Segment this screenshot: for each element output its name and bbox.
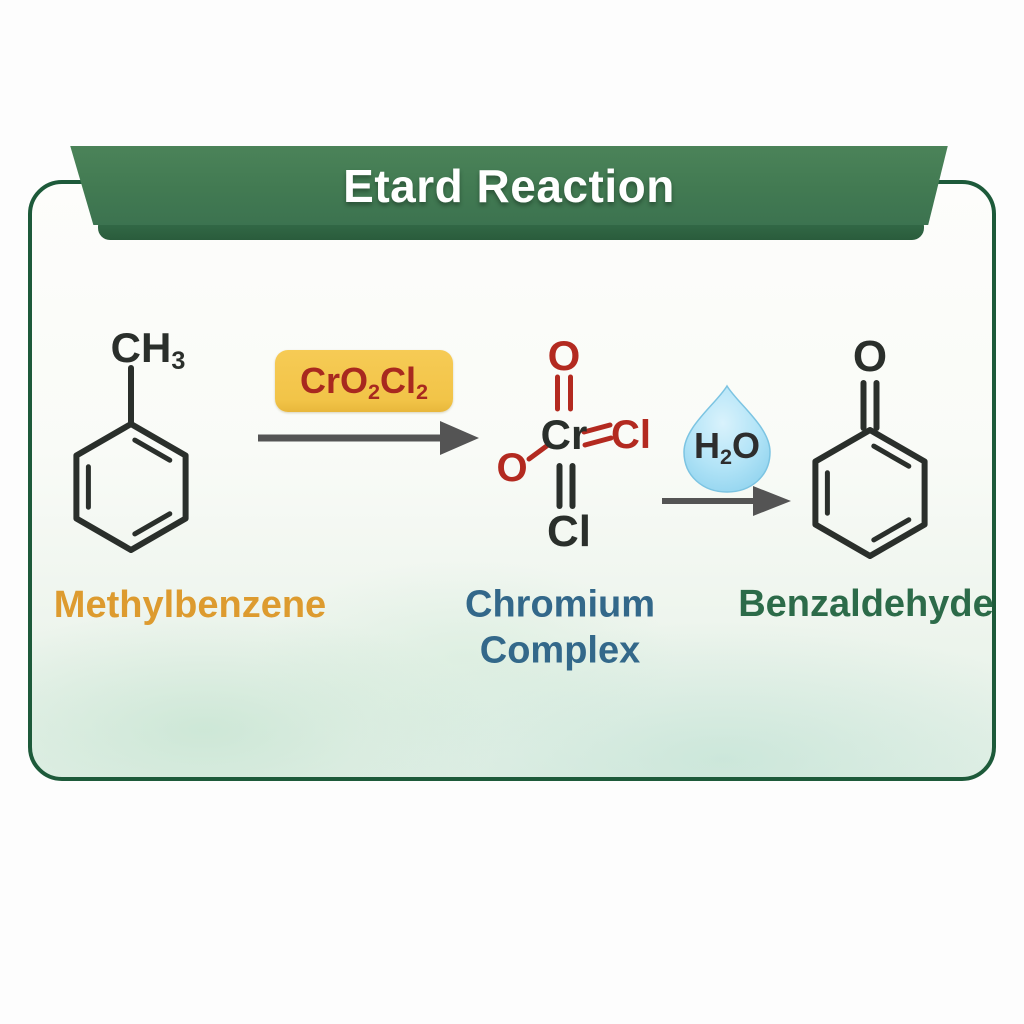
toluene-structure <box>73 365 189 553</box>
title-banner: Etard Reaction <box>64 146 954 244</box>
chromium-complex-bonds <box>526 374 614 509</box>
diagram-panel <box>28 180 996 781</box>
complex-bottom-chlorine-label: Cl <box>547 507 591 556</box>
complex-left-oxygen-label: O <box>496 446 528 490</box>
product-oxygen-label: O <box>852 332 888 381</box>
arrow-right-icon <box>258 421 479 455</box>
water-formula: H2O <box>693 425 761 470</box>
product-name-label: Benzaldehyde <box>738 582 994 625</box>
intermediate-name-label: Chromium Complex <box>465 583 655 672</box>
banner-shadow-edge <box>98 222 924 240</box>
page-title: Etard Reaction <box>343 159 675 212</box>
water-droplet-icon <box>683 384 771 493</box>
arrow-right-icon <box>662 486 791 516</box>
banner-ribbon: Etard Reaction <box>70 146 948 225</box>
reactant-name-label: Methylbenzene <box>53 583 327 626</box>
oxidant-formula: CrO2Cl2 <box>299 360 429 405</box>
benzaldehyde-structure <box>812 380 928 559</box>
complex-top-oxygen-label: O <box>547 332 581 379</box>
reagent-badge: CrO2Cl2 <box>275 350 453 412</box>
complex-chromium-label: Cr <box>540 411 588 458</box>
complex-right-chlorine-label: Cl <box>611 413 651 457</box>
methyl-group-label: CH3 <box>110 324 186 376</box>
